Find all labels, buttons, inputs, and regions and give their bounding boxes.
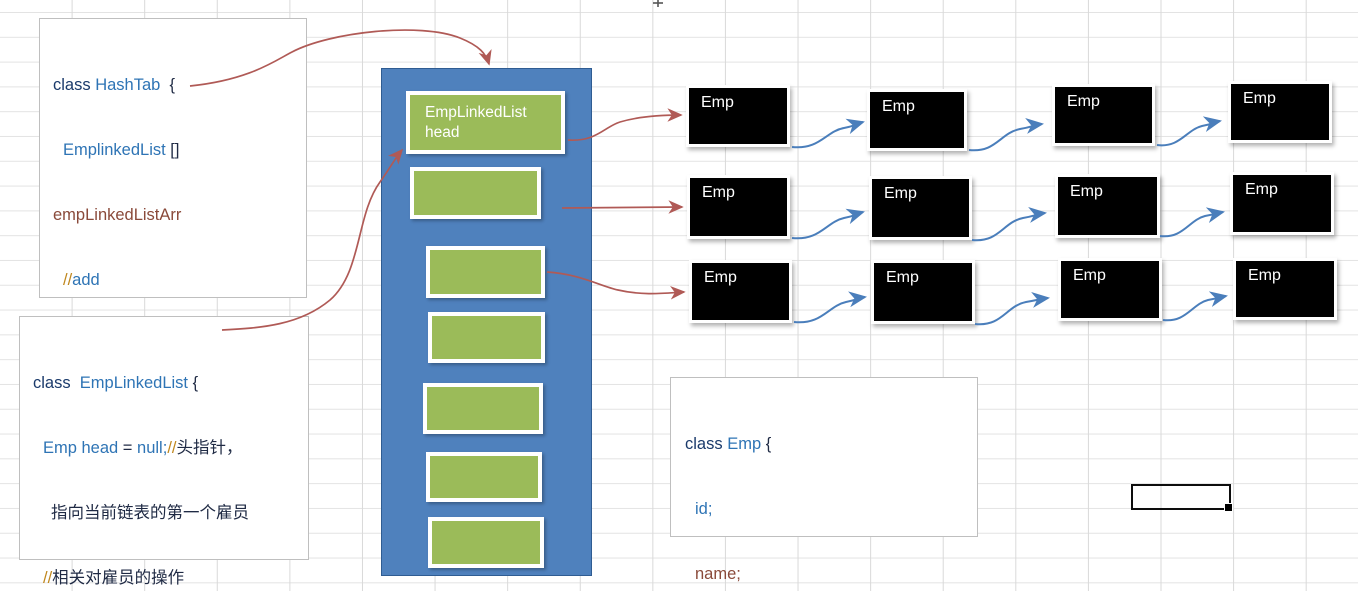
emp-node-label: Emp [882, 98, 915, 115]
emp-line-2: name; [695, 565, 741, 584]
class-hashtab-note: class HashTab { EmplinkedList [] empLink… [39, 18, 307, 551]
array-cell-0-label-line1: EmpLinkedList [425, 104, 527, 121]
emp-node-label: Emp [884, 185, 917, 202]
emp-node-label: Emp [1073, 267, 1106, 284]
emp-node-r1-c4[interactable]: Emp [1228, 81, 1332, 143]
emp-node-label: Emp [1248, 267, 1281, 284]
array-cell-3[interactable] [428, 312, 545, 363]
emp-node-r1-c2[interactable]: Emp [867, 89, 967, 151]
array-cell-0-label-line2: head [425, 124, 460, 142]
emp-node-r2-c1[interactable]: Emp [687, 175, 790, 239]
emp-node-label: Emp [1067, 93, 1100, 110]
emp-node-r2-c2[interactable]: Emp [869, 176, 972, 240]
emp-node-r3-c2[interactable]: Emp [871, 260, 975, 324]
emp-node-label: Emp [702, 184, 735, 201]
array-cell-5[interactable] [426, 452, 542, 502]
emp-node-label: Emp [704, 269, 737, 286]
selected-cell[interactable] [1131, 484, 1233, 512]
emp-line-0: class Emp { [685, 434, 772, 453]
class-emplinkedlist-note: class EmpLinkedList { Emp head = null;//… [19, 316, 309, 587]
emplinkedlist-line-3: //相关对雇员的操作 [43, 569, 185, 588]
array-cell-0[interactable]: EmpLinkedList head [406, 91, 565, 154]
emplinkedlist-line-0: class EmpLinkedList { [33, 373, 199, 392]
emplinkedlist-line-1: Emp head = null;//头指针， [43, 438, 243, 457]
emp-node-label: Emp [701, 94, 734, 111]
array-cell-1[interactable] [410, 167, 541, 219]
array-cell-4[interactable] [423, 383, 543, 434]
array-cell-6[interactable] [428, 517, 544, 568]
hashtab-line-1: EmplinkedList [] [63, 140, 180, 159]
emp-linked-list-array[interactable]: EmpLinkedList head [381, 68, 592, 576]
emp-node-label: Emp [1243, 90, 1276, 107]
emp-node-label: Emp [1070, 183, 1103, 200]
emp-node-label: Emp [886, 269, 919, 286]
crosshair-cursor-icon [653, 0, 663, 7]
emp-node-r2-c3[interactable]: Emp [1055, 174, 1160, 238]
hashtab-line-2: empLinkedListArr [53, 206, 182, 225]
fill-handle[interactable] [1224, 503, 1233, 512]
emplinkedlist-line-2: 指向当前链表的第一个雇员 [51, 504, 249, 523]
emp-node-r3-c4[interactable]: Emp [1233, 258, 1337, 320]
emp-node-r2-c4[interactable]: Emp [1230, 172, 1334, 235]
emp-node-r1-c3[interactable]: Emp [1052, 84, 1155, 146]
emp-node-r3-c3[interactable]: Emp [1058, 258, 1162, 321]
hashtab-line-3: //add [63, 271, 100, 290]
emp-node-r3-c1[interactable]: Emp [689, 260, 792, 323]
array-cell-2[interactable] [426, 246, 545, 298]
hashtab-line-0: class HashTab { [53, 75, 175, 94]
emp-line-1: id; [695, 499, 713, 518]
class-emp-note: class Emp { id; name; address; } [670, 377, 978, 583]
emp-node-label: Emp [1245, 181, 1278, 198]
emp-node-r1-c1[interactable]: Emp [686, 85, 790, 147]
